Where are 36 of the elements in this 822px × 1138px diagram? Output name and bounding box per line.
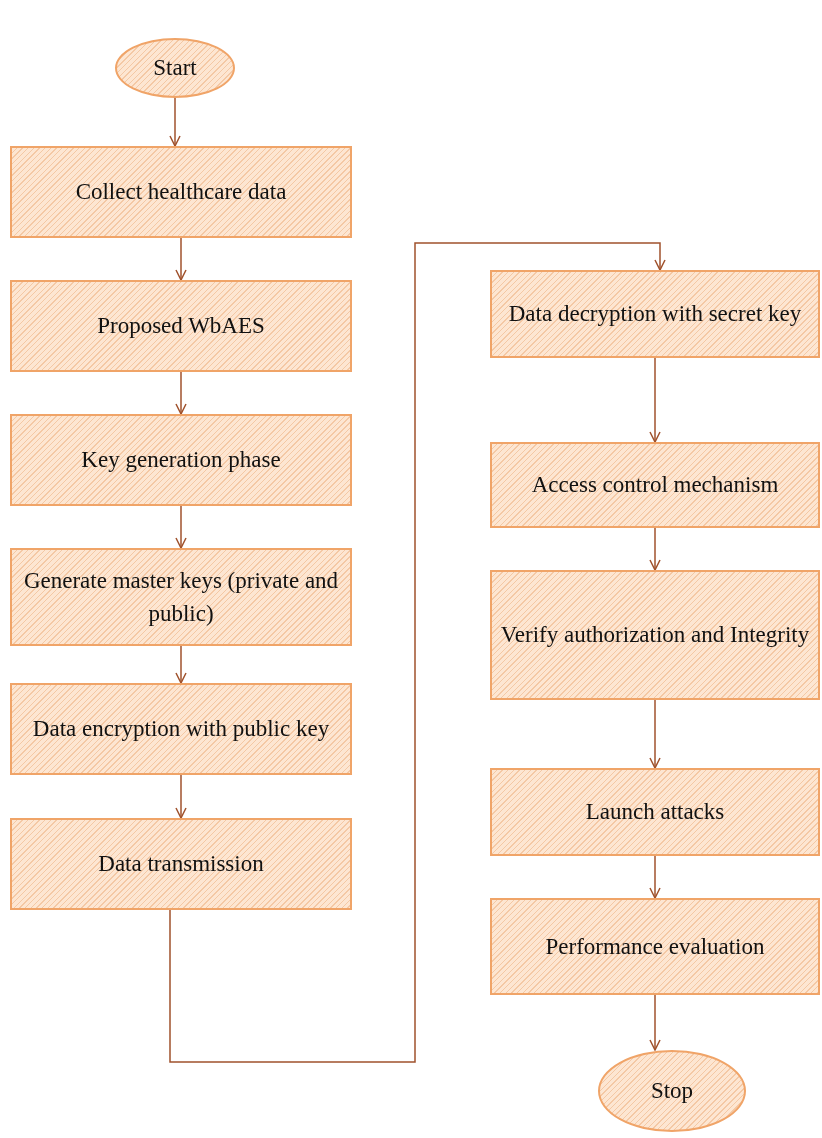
arrow xyxy=(175,645,187,684)
step-label: Key generation phase xyxy=(81,446,281,475)
arrow xyxy=(169,97,181,147)
process-box xyxy=(490,270,820,358)
arrow xyxy=(649,855,661,899)
step-label: Generate master keys (private and public) xyxy=(22,566,340,628)
process-box xyxy=(490,898,820,995)
arrow xyxy=(175,237,187,281)
arrow xyxy=(649,357,661,443)
process-box xyxy=(490,570,820,700)
step-label: Start xyxy=(153,54,197,83)
process-box xyxy=(10,818,352,910)
process-box xyxy=(10,280,352,372)
arrow xyxy=(649,699,661,769)
step-label: Proposed WbAES xyxy=(97,312,265,341)
step-label: Stop xyxy=(650,1077,694,1106)
arrow xyxy=(175,774,187,819)
step-label: Data decryption with secret key xyxy=(508,300,802,329)
arrow xyxy=(175,371,187,415)
process-box xyxy=(10,683,352,775)
step-label: Performance evaluation xyxy=(545,932,765,961)
step-label: Verify authorization and Integrity xyxy=(500,621,810,650)
arrow xyxy=(169,242,666,1063)
step-label: Access control mechanism xyxy=(531,471,779,500)
process-box xyxy=(10,414,352,506)
step-label: Data encryption with public key xyxy=(32,715,330,744)
process-box xyxy=(10,548,352,646)
step-label: Data transmission xyxy=(98,850,264,879)
arrow xyxy=(649,994,661,1051)
process-box xyxy=(490,442,820,528)
process-box xyxy=(10,146,352,238)
arrow xyxy=(649,527,661,571)
process-box xyxy=(490,768,820,856)
arrow xyxy=(175,505,187,549)
step-label: Collect healthcare data xyxy=(75,178,287,207)
step-label: Launch attacks xyxy=(585,798,725,827)
